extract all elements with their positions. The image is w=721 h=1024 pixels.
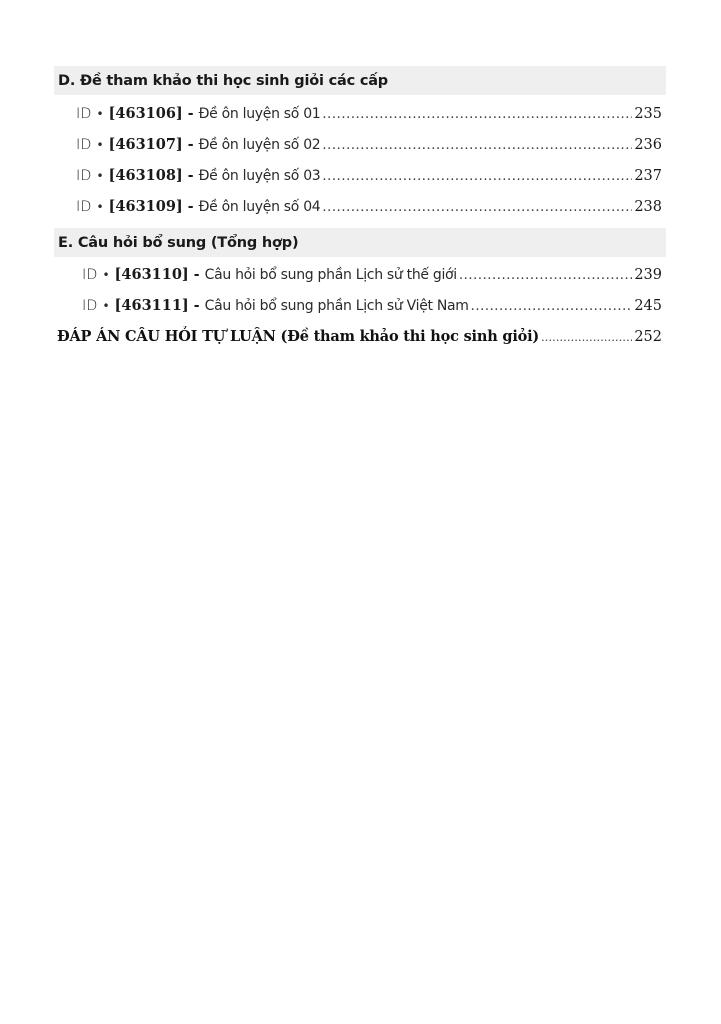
toc-entry[interactable]: ID • [463110] - Câu hỏi bổ sung phần Lịc… bbox=[82, 264, 662, 286]
entry-id: [463107] bbox=[108, 136, 183, 153]
section-header-d: D. Đề tham khảo thi học sinh giỏi các cấ… bbox=[54, 66, 666, 95]
id-prefix: ID bbox=[76, 168, 92, 184]
separator-dash: - bbox=[187, 106, 194, 122]
bullet-icon: • bbox=[102, 268, 110, 282]
id-prefix: ID bbox=[82, 298, 98, 314]
section-header-label: D. Đề tham khảo thi học sinh giỏi các cấ… bbox=[58, 72, 388, 89]
id-prefix: ID bbox=[82, 267, 98, 283]
dot-leader bbox=[471, 296, 633, 317]
dot-leader bbox=[322, 197, 632, 218]
bullet-icon: • bbox=[102, 299, 110, 313]
page-number: 239 bbox=[634, 267, 662, 283]
toc-entry-answers[interactable]: ĐÁP ÁN CÂU HỎI TỰ LUẬN (Đề tham khảo thi… bbox=[57, 326, 662, 348]
id-prefix: ID bbox=[76, 137, 92, 153]
separator-dash: - bbox=[193, 267, 200, 283]
dot-leader bbox=[541, 327, 632, 348]
dot-leader bbox=[459, 265, 632, 286]
entry-id: [463109] bbox=[108, 198, 183, 215]
separator-dash: - bbox=[187, 199, 194, 215]
section-header-label: E. Câu hỏi bổ sung (Tổng hợp) bbox=[58, 234, 299, 251]
page-number: 236 bbox=[634, 137, 662, 153]
bullet-icon: • bbox=[96, 200, 104, 214]
page-number: 238 bbox=[634, 199, 662, 215]
toc-entry[interactable]: ID • [463108] - Đề ôn luyện số 03 237 bbox=[76, 165, 662, 187]
page-number: 252 bbox=[634, 329, 662, 345]
section-header-e: E. Câu hỏi bổ sung (Tổng hợp) bbox=[54, 228, 666, 257]
dot-leader bbox=[322, 166, 632, 187]
entry-title: Đề ôn luyện số 03 bbox=[198, 168, 321, 184]
entry-title: Câu hỏi bổ sung phần Lịch sử thế giới bbox=[204, 267, 458, 283]
page-number: 245 bbox=[634, 298, 662, 314]
dot-leader bbox=[322, 104, 632, 125]
separator-dash: - bbox=[187, 137, 194, 153]
entry-id: [463106] bbox=[108, 105, 183, 122]
answers-title: ĐÁP ÁN CÂU HỎI TỰ LUẬN (Đề tham khảo thi… bbox=[57, 328, 540, 345]
entry-title: Câu hỏi bổ sung phần Lịch sử Việt Nam bbox=[204, 298, 469, 314]
page-number: 237 bbox=[634, 168, 662, 184]
bullet-icon: • bbox=[96, 169, 104, 183]
bullet-icon: • bbox=[96, 107, 104, 121]
page-number: 235 bbox=[634, 106, 662, 122]
separator-dash: - bbox=[193, 298, 200, 314]
id-prefix: ID bbox=[76, 106, 92, 122]
entry-title: Đề ôn luyện số 02 bbox=[198, 137, 321, 153]
dot-leader bbox=[322, 135, 632, 156]
toc-entry[interactable]: ID • [463111] - Câu hỏi bổ sung phần Lịc… bbox=[82, 295, 662, 317]
entry-id: [463108] bbox=[108, 167, 183, 184]
entry-id: [463110] bbox=[114, 266, 189, 283]
id-prefix: ID bbox=[76, 199, 92, 215]
entry-title: Đề ôn luyện số 04 bbox=[198, 199, 321, 215]
entry-title: Đề ôn luyện số 01 bbox=[198, 106, 321, 122]
toc-entry[interactable]: ID • [463109] - Đề ôn luyện số 04 238 bbox=[76, 196, 662, 218]
toc-entry[interactable]: ID • [463106] - Đề ôn luyện số 01 235 bbox=[76, 103, 662, 125]
entry-id: [463111] bbox=[114, 297, 189, 314]
bullet-icon: • bbox=[96, 138, 104, 152]
toc-entry[interactable]: ID • [463107] - Đề ôn luyện số 02 236 bbox=[76, 134, 662, 156]
separator-dash: - bbox=[187, 168, 194, 184]
